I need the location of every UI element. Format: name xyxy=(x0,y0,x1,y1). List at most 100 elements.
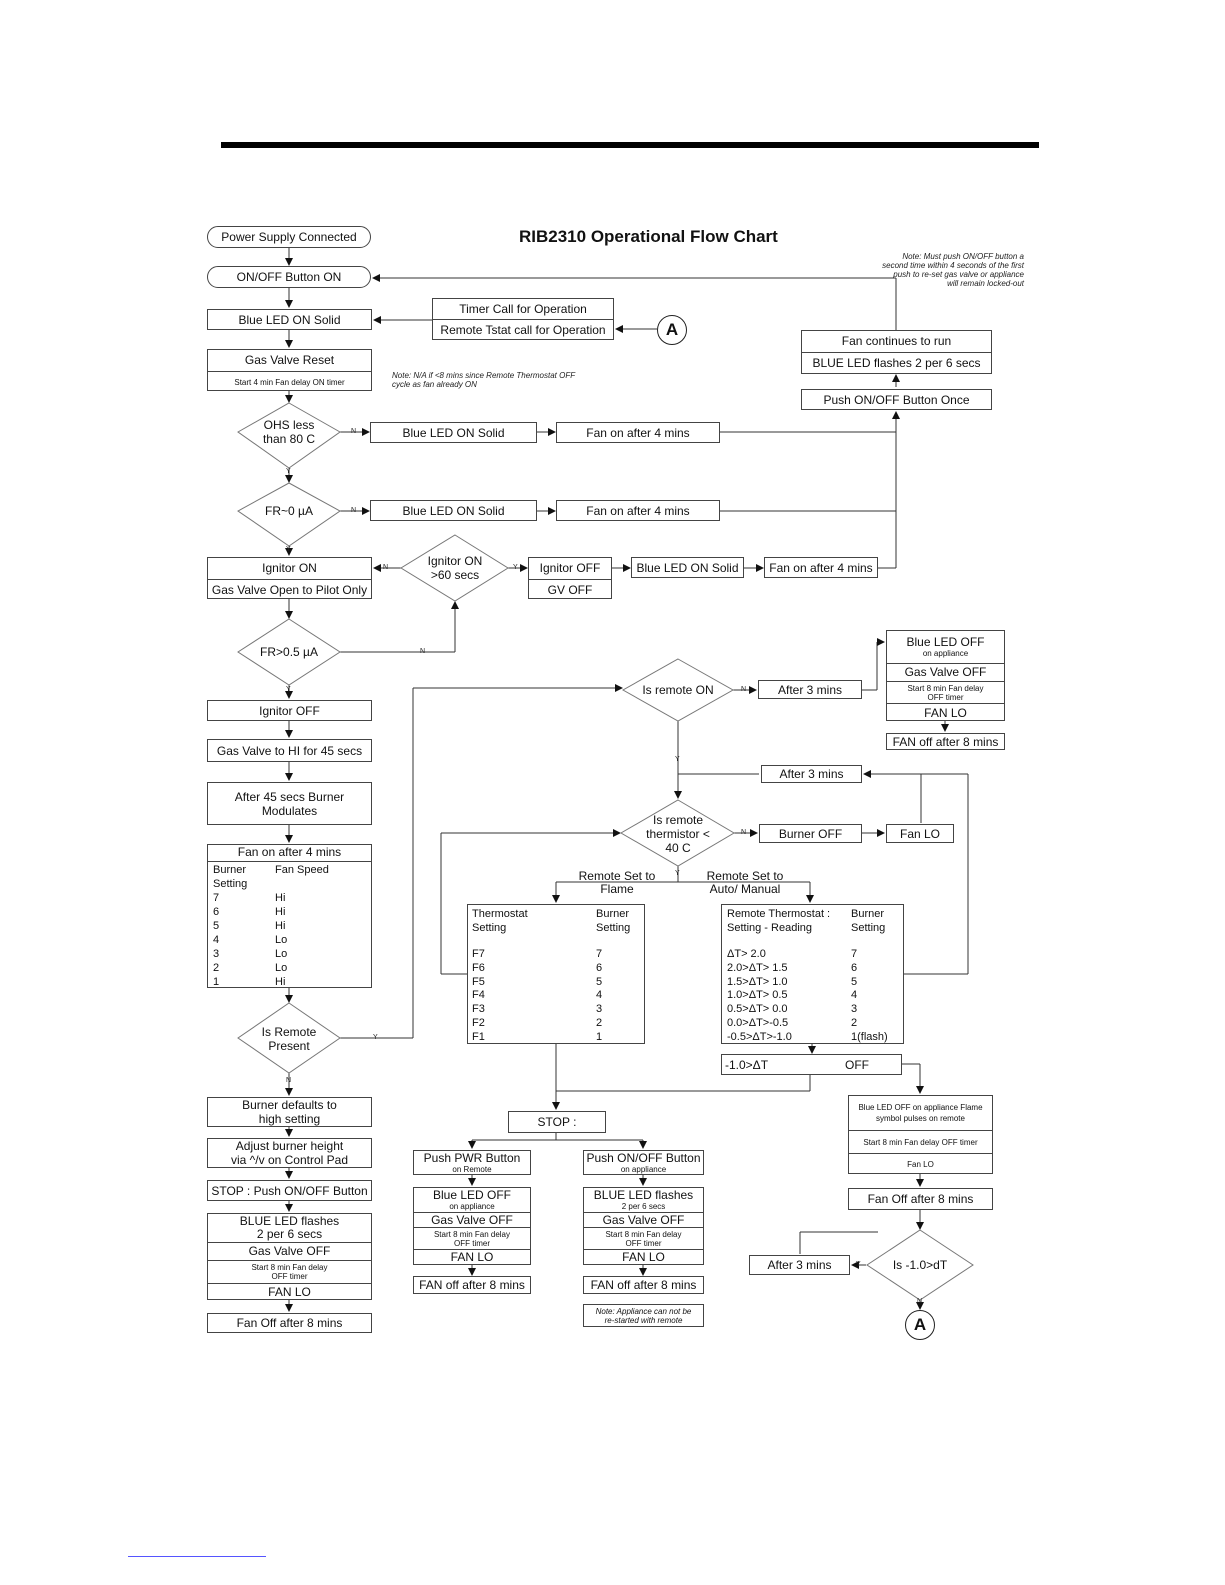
auto-table-row-value: 3 xyxy=(851,1003,858,1016)
flame-table-header-thermostat: Thermostat Setting xyxy=(472,908,528,934)
set-flame-label: Remote Set to Flame xyxy=(578,869,656,896)
after3-mid: After 3 mins xyxy=(761,765,862,783)
fan-on-ign: Fan on after 4 mins xyxy=(764,557,878,578)
auto-table-row-value: 7 xyxy=(851,948,858,960)
fan-table-row-value: Hi xyxy=(275,906,286,918)
fan-on-ohs: Fan on after 4 mins xyxy=(556,422,720,443)
right-top-stack: Blue LED OFF on appliance Gas Valve OFF … xyxy=(886,630,1005,721)
auto-table-row-key: 1.5>ΔT> 1.0 xyxy=(727,975,788,988)
edge-label-y: Y xyxy=(513,564,518,571)
auto-table-row-value: 2 xyxy=(851,1017,858,1029)
blue-led-solid-ign: Blue LED ON Solid xyxy=(631,557,744,578)
pwr-timer: Start 8 min Fan delay OFF timer xyxy=(414,1228,530,1250)
adjust-burner[interactable]: Adjust burner height via ^/v on Control … xyxy=(207,1138,372,1168)
remote-present-diamond xyxy=(237,1002,341,1074)
right-top-gv-off: Gas Valve OFF xyxy=(887,664,1004,682)
footer-link-underline xyxy=(128,1556,266,1557)
fan-continues-stack: Fan continues to run BLUE LED flashes 2 … xyxy=(801,330,992,374)
blue-flash-2per6: BLUE LED flashes 2 per 6 secs xyxy=(812,356,981,370)
fan-table-row-value: Lo xyxy=(275,962,288,974)
remote-on-label: Is remote ON xyxy=(642,683,714,697)
power-supply-node: Power Supply Connected xyxy=(207,226,371,248)
fan-table-row-key: 7 xyxy=(213,892,220,904)
onoff-flash-sub: 2 per 6 secs xyxy=(621,1202,666,1211)
flame-table-header-burner: Burner Setting xyxy=(596,908,631,934)
fan-on-fr0: Fan on after 4 mins xyxy=(556,500,720,521)
pwr-stack: Blue LED OFF on appliance Gas Valve OFF … xyxy=(413,1187,531,1265)
auto-table-row-key: 2.0>ΔT> 1.5 xyxy=(727,961,788,974)
flame-table-row-key: F2 xyxy=(472,1017,485,1029)
gv-hi-45: Gas Valve to HI for 45 secs xyxy=(207,739,372,762)
left-bottom-flash: BLUE LED flashes 2 per 6 secs xyxy=(208,1214,371,1243)
ignitor-off-1: Ignitor OFF xyxy=(529,558,611,580)
flame-table-row-value: 1 xyxy=(596,1030,603,1043)
edge-label-y: Y xyxy=(286,686,291,693)
edge-label-y: Y xyxy=(373,1034,378,1041)
fr05-diamond xyxy=(237,618,341,686)
call-stack: Timer Call for Operation Remote Tstat ca… xyxy=(432,298,614,340)
fan-table-row-key: 4 xyxy=(213,934,220,946)
onoff-on-node: ON/OFF Button ON xyxy=(207,266,371,288)
ignitor-on-stack: Ignitor ON Gas Valve Open to Pilot Only xyxy=(207,557,372,599)
fan-table-row-key: 6 xyxy=(213,906,220,918)
onoff-flash-text: BLUE LED flashes xyxy=(593,1188,694,1202)
auto-table-row-value: 4 xyxy=(851,989,858,1002)
push-once-node[interactable]: Push ON/OFF Button Once xyxy=(801,389,992,410)
edge-label-n: N xyxy=(741,686,747,693)
push-pwr-node[interactable]: Push PWR Button on Remote xyxy=(413,1150,531,1175)
push-onoff-node[interactable]: Push ON/OFF Button on appliance xyxy=(583,1150,704,1175)
right-top-blue-off-sub: on appliance xyxy=(922,649,969,658)
thermistor-label: Is remote thermistor < 40 C xyxy=(646,813,710,855)
edge-label-n: N xyxy=(420,648,426,655)
edge-label-y: Y xyxy=(856,1261,861,1268)
push-pwr-sub: on Remote xyxy=(452,1165,492,1174)
ohs-decision-label: OHS less than 80 C xyxy=(262,418,316,446)
onoff-stack: BLUE LED flashes 2 per 6 secs Gas Valve … xyxy=(583,1187,704,1265)
fan-table-row-value: Lo xyxy=(275,934,288,946)
stop-push[interactable]: STOP : Push ON/OFF Button xyxy=(207,1180,372,1201)
fan-off-8-right: Fan Off after 8 mins xyxy=(848,1188,993,1210)
ignitor-off-2: Ignitor OFF xyxy=(207,700,372,721)
edge-label-n: N xyxy=(351,507,357,514)
right-bottom-blue-off: Blue LED OFF on appliance Flame symbol p… xyxy=(849,1096,992,1131)
stop-center: STOP : xyxy=(508,1111,606,1133)
ignitor60-diamond xyxy=(400,534,509,602)
pwr-blue-off: Blue LED OFF on appliance xyxy=(414,1188,530,1213)
chart-title: RIB2310 Operational Flow Chart xyxy=(519,227,778,246)
ohs-diamond xyxy=(237,402,341,469)
note-na: Note: N/A if <8 mins since Remote Thermo… xyxy=(392,371,575,389)
burner-defaults: Burner defaults to high setting xyxy=(207,1097,372,1127)
off-row-left: -1.0>ΔT xyxy=(725,1057,769,1072)
remote-on-diamond xyxy=(621,658,735,722)
flame-table-row-key: F4 xyxy=(472,989,485,1002)
fan-table-row-value: Hi xyxy=(275,976,286,988)
thermistor-diamond xyxy=(620,799,735,867)
fan-table-row-key: 3 xyxy=(213,948,220,960)
ignitor60-label: Ignitor ON >60 secs xyxy=(427,554,483,582)
auto-table-row-key: ΔT> 2.0 xyxy=(727,948,766,960)
fan-table-row-value: Hi xyxy=(275,892,286,904)
ignitor-off-stack: Ignitor OFF GV OFF xyxy=(528,557,612,599)
ignitor-on: Ignitor ON xyxy=(208,558,371,580)
edge-label-y: Y xyxy=(286,546,291,553)
off-row-right: OFF xyxy=(845,1057,869,1072)
connector-a-bottom: A xyxy=(905,1310,935,1340)
edge-label-n: N xyxy=(286,1077,292,1084)
right-bottom-stack: Blue LED OFF on appliance Flame symbol p… xyxy=(848,1095,993,1174)
fan-table-row-key: 2 xyxy=(213,962,220,974)
fr05-label: FR>0.5 µA xyxy=(260,645,318,659)
fan-table-header-burner: Burner Setting xyxy=(213,864,248,890)
flame-table-row-key: F6 xyxy=(472,961,485,974)
fan-off-8-pwr: FAN off after 8 mins xyxy=(413,1276,531,1294)
fan-off-8-top: FAN off after 8 mins xyxy=(886,733,1005,750)
dt-diamond xyxy=(866,1229,974,1301)
pwr-gv-off: Gas Valve OFF xyxy=(414,1213,530,1228)
fan-table-header-fan: Fan Speed xyxy=(275,864,329,876)
left-bottom-fan-lo: FAN LO xyxy=(268,1285,311,1299)
dt-label: Is -1.0>dT xyxy=(892,1258,948,1272)
flame-table-row-key: F1 xyxy=(472,1030,485,1043)
gv-open-pilot: Gas Valve Open to Pilot Only xyxy=(211,582,368,597)
auto-table-header-burner: Burner Setting xyxy=(851,908,886,934)
flame-table-row-value: 7 xyxy=(596,948,603,960)
